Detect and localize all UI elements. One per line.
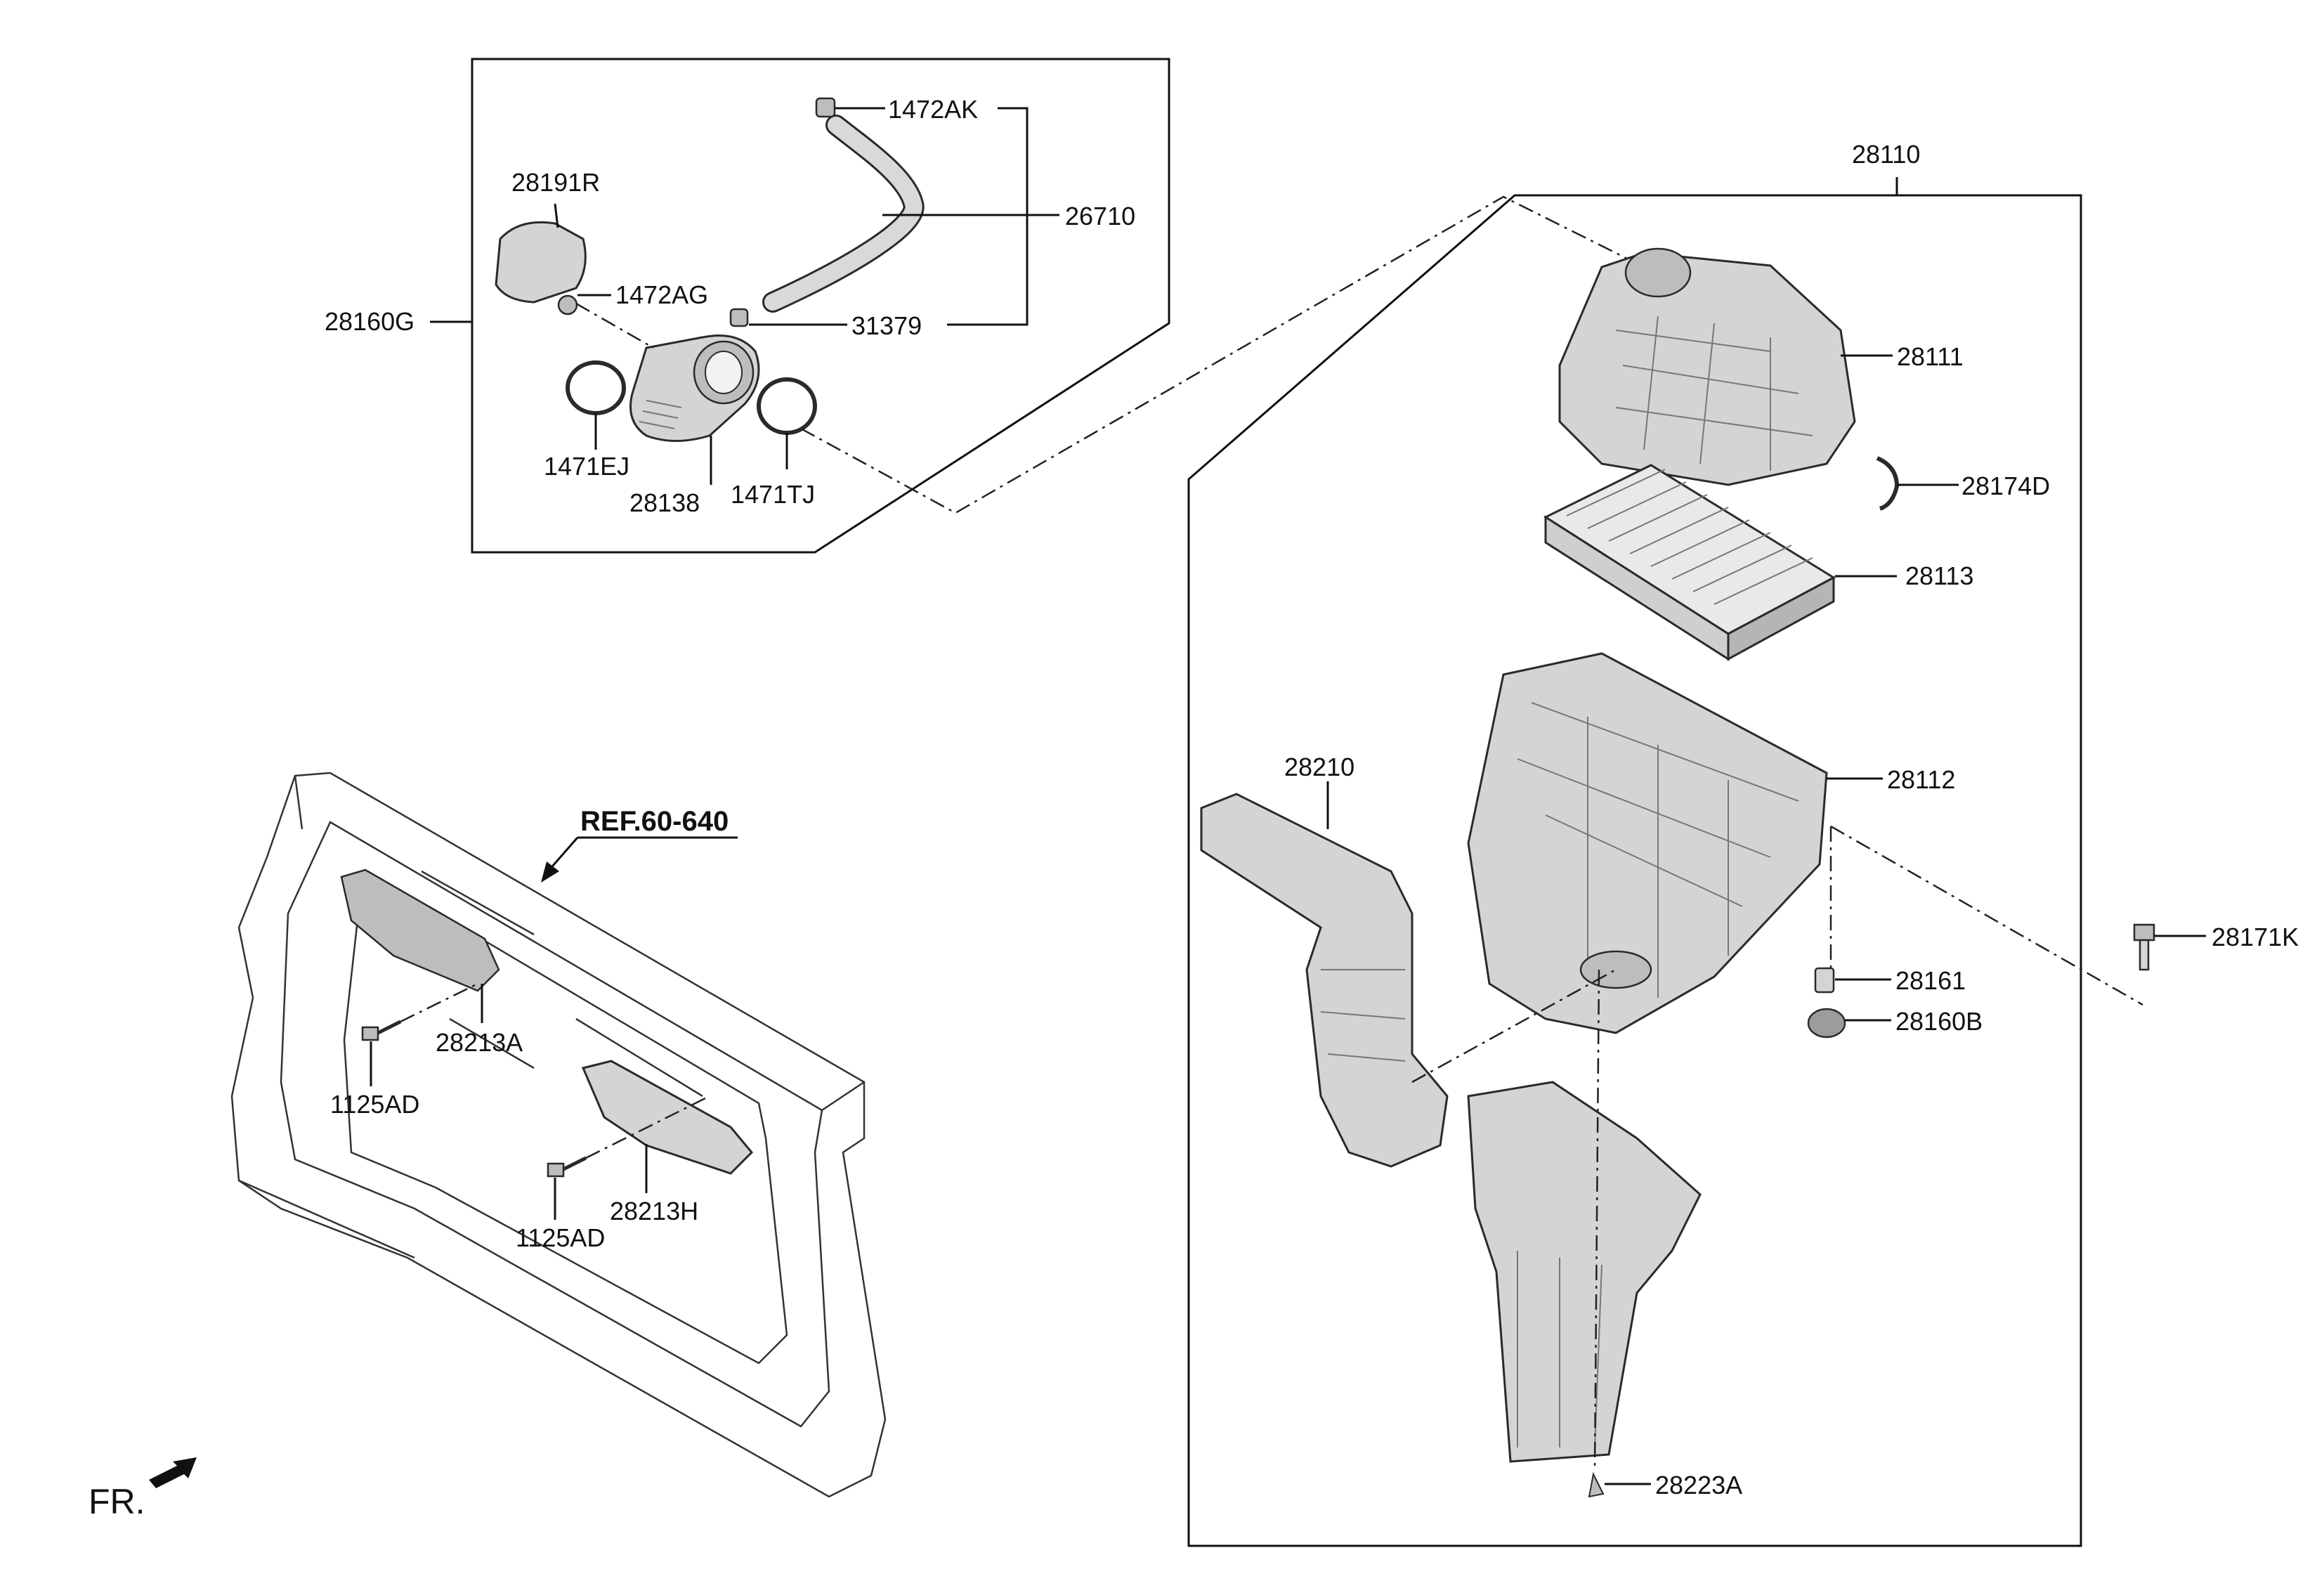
label-1125AD-lower: 1125AD	[516, 1223, 605, 1252]
reference-label: REF.60-640	[580, 806, 729, 837]
clip-28223A-fastener	[1588, 1471, 1605, 1498]
hose-clamp-1471TJ	[757, 377, 817, 435]
clamp-1472AK	[815, 97, 836, 118]
clip-1472AG	[557, 294, 578, 315]
resonator-case-28223A	[1467, 1081, 1702, 1463]
label-1125AD-upper: 1125AD	[330, 1090, 419, 1119]
label-28160B: 28160B	[1895, 1007, 1983, 1036]
bolt-1125AD-upper	[361, 1020, 402, 1041]
label-28210: 28210	[1284, 753, 1354, 781]
label-1471TJ: 1471TJ	[731, 480, 815, 509]
label-1472AG: 1472AG	[615, 280, 708, 309]
label-28213A: 28213A	[436, 1028, 523, 1057]
label-28160G: 28160G	[325, 307, 414, 336]
grommet-28160B	[1807, 1008, 1846, 1039]
air-cleaner-lower-case-28112	[1467, 652, 1828, 1034]
resonator-cover-28191R	[495, 221, 587, 304]
label-26710: 26710	[1065, 202, 1135, 230]
air-filter-element-28113	[1543, 464, 1836, 661]
bracket-28213A	[340, 868, 500, 992]
label-28223A: 28223A	[1655, 1471, 1742, 1499]
front-direction-arrow-icon	[149, 1457, 197, 1488]
label-28191R: 28191R	[511, 168, 600, 197]
label-1472AK: 1472AK	[888, 95, 978, 124]
label-28138: 28138	[629, 488, 700, 517]
label-31379: 31379	[851, 311, 922, 340]
air-cleaner-group-box	[1187, 194, 2082, 1547]
label-1471EJ: 1471EJ	[544, 452, 629, 481]
air-cleaner-upper-cover-28111	[1558, 252, 1856, 486]
intake-hose-group-box	[471, 58, 1170, 554]
label-28174D: 28174D	[1961, 471, 2050, 500]
label-28111: 28111	[1897, 342, 1964, 371]
bolt-28171K	[2133, 923, 2155, 971]
label-28112: 28112	[1887, 765, 1955, 794]
clamp-31379	[729, 308, 749, 327]
label-28110: 28110	[1852, 140, 1920, 169]
label-28113: 28113	[1905, 561, 1973, 590]
direction-marker: FR.	[89, 1482, 145, 1521]
bolt-1125AD-lower	[547, 1156, 587, 1178]
hose-clamp-1471EJ	[566, 360, 626, 415]
label-28171K: 28171K	[2212, 923, 2299, 951]
label-28213H: 28213H	[610, 1197, 698, 1225]
clip-28174D	[1876, 456, 1900, 511]
air-intake-duct-28210	[1200, 793, 1449, 1168]
collar-28161	[1814, 967, 1835, 994]
radiator-support-frame	[230, 772, 887, 1498]
label-28161: 28161	[1895, 966, 1966, 995]
